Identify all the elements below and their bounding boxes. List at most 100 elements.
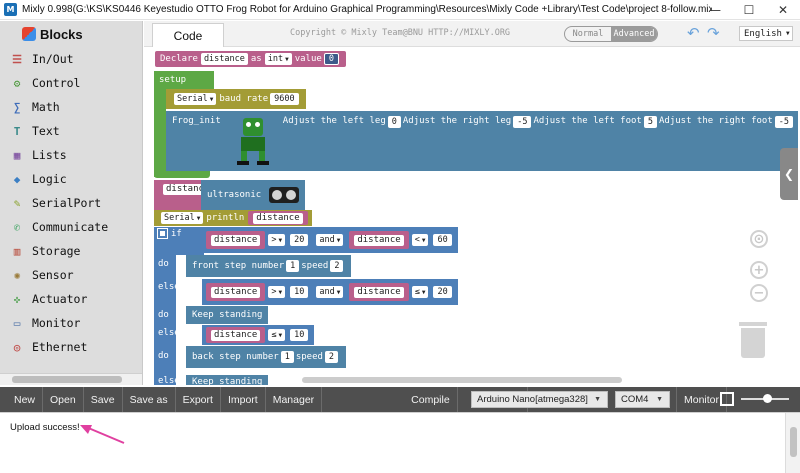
gear-icon[interactable]	[157, 228, 168, 239]
title-bar: M Mixly 0.998(G:\KS\KS0446 Keyestudio OT…	[0, 0, 800, 20]
port-select[interactable]: COM4▼	[615, 391, 670, 408]
println-port-select[interactable]: Serial▼	[161, 212, 204, 224]
mode-normal[interactable]: Normal	[572, 29, 604, 39]
else-keep-standing-block[interactable]: Keep standing	[186, 375, 269, 385]
output-scrollbar[interactable]	[785, 413, 800, 473]
logic-op-select[interactable]: and▼	[316, 234, 344, 246]
declare-value[interactable]: 0	[323, 53, 339, 65]
compare-op-select[interactable]: ≤▼	[411, 286, 429, 298]
manager-button[interactable]: Manager	[266, 387, 323, 412]
front-step-block[interactable]: front step number 1 speed 2	[186, 255, 352, 277]
serial-println-block[interactable]: Serial▼ println distance	[154, 210, 312, 226]
sidebar-scroll-thumb[interactable]	[12, 376, 122, 383]
compare-op-select[interactable]: >▼	[268, 286, 286, 298]
save-as-button[interactable]: Save as	[123, 387, 176, 412]
tab-code[interactable]: Code	[152, 23, 224, 47]
compare-value[interactable]: 20	[290, 234, 309, 246]
right-foot-value[interactable]: -5	[774, 116, 794, 128]
sidebar-scrollbar[interactable]	[0, 373, 142, 385]
frog-init-block[interactable]: Frog_init Adjust the left leg 0 Adjust t…	[166, 111, 798, 171]
declare-type-select[interactable]: int▼	[264, 53, 292, 65]
compare-value[interactable]: 60	[433, 234, 452, 246]
back-step-count[interactable]: 1	[280, 351, 294, 363]
import-button[interactable]: Import	[221, 387, 266, 412]
left-leg-value[interactable]: 0	[387, 116, 401, 128]
compare-condition-3[interactable]: distance ≤▼ 10	[202, 325, 315, 345]
and-condition-2[interactable]: distance >▼ 10 and▼ distance ≤▼ 20	[202, 279, 458, 305]
blocks-header: Blocks	[0, 21, 142, 47]
declare-var-name[interactable]: distance	[200, 53, 248, 65]
compare-value[interactable]: 10	[290, 329, 309, 341]
export-button[interactable]: Export	[176, 387, 221, 412]
zoom-out-icon[interactable]: −	[750, 284, 768, 302]
compile-button[interactable]: Compile	[404, 387, 458, 412]
board-select[interactable]: Arduino Nano[atmega328]▼	[471, 391, 608, 408]
back-step-speed[interactable]: 2	[324, 351, 339, 363]
dropdown-arrow-icon: ▼	[196, 214, 201, 222]
output-scroll-thumb[interactable]	[790, 427, 797, 457]
declare-block[interactable]: Declare distance as int▼ value 0	[155, 51, 346, 67]
save-button[interactable]: Save	[84, 387, 123, 412]
mode-toggle[interactable]: Normal Advanced	[564, 26, 658, 42]
else-if-keyword: else if	[158, 282, 196, 292]
recenter-icon[interactable]: ⊙	[750, 230, 768, 248]
ultrasonic-block[interactable]: ultrasonic	[201, 180, 306, 210]
sidebar-item-in-out[interactable]: ☰In/Out	[0, 47, 142, 71]
sidebar-item-label: Lists	[32, 148, 67, 162]
in-out-icon: ☰	[12, 52, 22, 66]
setup-label: setup	[159, 75, 187, 85]
sidebar-item-math[interactable]: ∑Math	[0, 95, 142, 119]
dropdown-arrow-icon: ▼	[421, 288, 426, 296]
redo-icon[interactable]: ↷	[707, 24, 720, 42]
compare-op-select[interactable]: ≤▼	[268, 329, 286, 341]
zoom-in-icon[interactable]: +	[750, 261, 768, 279]
sidebar-item-sensor[interactable]: ✺Sensor	[0, 263, 142, 287]
compare-value[interactable]: 10	[290, 286, 309, 298]
trash-icon[interactable]	[739, 322, 767, 358]
open-button[interactable]: Open	[43, 387, 84, 412]
maximize-button[interactable]: ☐	[743, 3, 755, 17]
and-condition-1[interactable]: distance >▼ 20 and▼ distance <▼ 60	[202, 227, 458, 253]
undo-icon[interactable]: ↶	[687, 24, 700, 42]
keep-standing-block[interactable]: Keep standing	[186, 306, 269, 324]
collapse-panel-tab[interactable]: ❮	[780, 148, 798, 200]
sidebar-item-label: Storage	[32, 244, 81, 258]
setup-block[interactable]: setup	[154, 71, 214, 89]
close-button[interactable]: ✕	[777, 3, 789, 17]
front-step-count[interactable]: 1	[286, 260, 300, 272]
sidebar-item-monitor[interactable]: ▭Monitor	[0, 311, 142, 335]
block-workspace[interactable]: Declare distance as int▼ value 0 setup S…	[144, 47, 798, 385]
compare-op-select[interactable]: <▼	[411, 234, 429, 246]
sidebar-item-lists[interactable]: ▦Lists	[0, 143, 142, 167]
baud-rate-value[interactable]: 9600	[270, 93, 299, 105]
sidebar-item-control[interactable]: ⚙Control	[0, 71, 142, 95]
left-foot-value[interactable]: 5	[643, 116, 657, 128]
serial-port-select[interactable]: Serial▼	[174, 93, 217, 105]
logic-op-select[interactable]: and▼	[316, 286, 344, 298]
chip-icon[interactable]	[720, 392, 734, 406]
compare-value[interactable]: 20	[433, 286, 452, 298]
language-select[interactable]: English ▼	[739, 26, 793, 41]
back-step-block[interactable]: back step number 1 speed 2	[186, 346, 347, 368]
right-leg-value[interactable]: -5	[513, 116, 532, 128]
sidebar-item-communicate[interactable]: ✆Communicate	[0, 215, 142, 239]
serial-baud-block[interactable]: Serial▼ baud rate 9600	[166, 89, 306, 109]
if-header[interactable]: if	[154, 227, 204, 255]
monitor-button[interactable]: Monitor	[676, 387, 728, 412]
slider-knob[interactable]	[763, 394, 772, 403]
mode-advanced[interactable]: Advanced	[611, 27, 657, 41]
sidebar-item-actuator[interactable]: ✜Actuator	[0, 287, 142, 311]
new-button[interactable]: New	[0, 387, 44, 412]
sidebar-item-ethernet[interactable]: ◎Ethernet	[0, 335, 142, 359]
sidebar-item-logic[interactable]: ◆Logic	[0, 167, 142, 191]
zoom-slider[interactable]	[741, 394, 789, 403]
sidebar-item-storage[interactable]: ▥Storage	[0, 239, 142, 263]
else-keyword: else	[158, 376, 180, 385]
workspace-scrollbar[interactable]	[302, 377, 622, 383]
dropdown-arrow-icon: ▼	[278, 236, 283, 244]
sidebar-item-serialport[interactable]: ✎SerialPort	[0, 191, 142, 215]
compare-op-select[interactable]: >▼	[268, 234, 286, 246]
front-step-speed[interactable]: 2	[330, 260, 344, 272]
minimize-button[interactable]: —	[709, 3, 721, 17]
